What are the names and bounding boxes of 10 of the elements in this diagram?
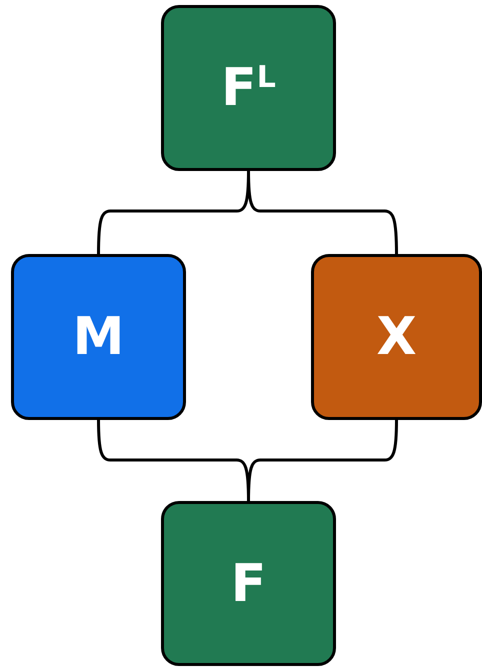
connector-line: [247, 420, 398, 502]
node-box: [161, 501, 336, 666]
connector-line: [247, 170, 398, 254]
node-label: M: [72, 311, 124, 363]
node-box: [311, 254, 482, 420]
node-label: F: [230, 558, 266, 610]
node-box: [11, 254, 186, 420]
node-label: F$^{L}$: [221, 62, 276, 114]
node-label: X: [376, 311, 417, 363]
node-box: [161, 5, 336, 171]
